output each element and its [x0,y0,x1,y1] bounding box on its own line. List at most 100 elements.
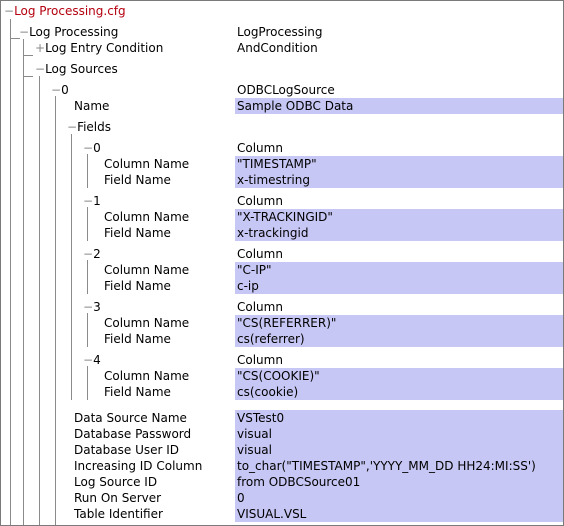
tree-node-label: Log Processing [29,25,119,39]
property-label: Column Name [104,263,190,277]
collapse-icon[interactable]: − [83,194,94,208]
tree-node-log-processing[interactable]: −Log Processing LogProcessing [1,24,561,40]
property-value-field[interactable]: x-trackingid [235,225,563,241]
property-label: Field Name [104,279,171,293]
tree-node-field-3[interactable]: −3 Column [1,299,561,315]
property-label: Log Source ID [74,475,158,489]
property-label: Column Name [104,369,190,383]
collapse-icon[interactable]: − [83,141,94,155]
tree-guide-line [87,366,88,400]
tree-node-value: Column [237,141,283,155]
property-label: Column Name [104,316,190,330]
property-row-increasing-id-column: Increasing ID Column to_char("TIMESTAMP"… [1,458,563,474]
tree-node-field-2[interactable]: −2 Column [1,246,561,262]
tree-guide-line [23,39,24,525]
tree-node-log-sources[interactable]: −Log Sources [1,61,561,77]
tree-node-value: ODBCLogSource [237,83,335,97]
property-row-column-name: Column Name "TIMESTAMP" [1,156,563,172]
tree-guide-line [39,76,40,525]
tree-node-field-4[interactable]: −4 Column [1,352,561,368]
tree-node-label: 0 [93,141,101,155]
collapse-icon[interactable]: − [83,353,94,367]
tree-node-label: 0 [61,83,69,97]
property-row-run-on-server: Run On Server 0 [1,490,563,506]
tree-guide-line [55,96,56,525]
property-value-field[interactable]: cs(referrer) [235,331,563,347]
tree-guide-line [23,55,33,56]
property-value-field[interactable]: VSTest0 [235,410,563,426]
property-label: Column Name [104,157,190,171]
property-value-field[interactable]: Sample ODBC Data [235,98,563,114]
property-label: Field Name [104,385,171,399]
collapse-icon[interactable]: − [83,247,94,261]
tree-node-field-0[interactable]: −0 Column [1,140,561,156]
property-row-table-identifier: Table Identifier VISUAL.VSL [1,506,563,522]
collapse-toggle[interactable]: − [4,4,15,18]
property-label: Database Password [74,427,192,441]
expand-toggle[interactable]: + [35,41,46,55]
tree-node-value: Column [237,353,283,367]
property-value-field[interactable]: "CS(COOKIE)" [235,368,563,384]
property-value-field[interactable]: cs(cookie) [235,384,563,400]
property-value-field[interactable]: from ODBCSource01 [235,474,563,490]
property-row-column-name: Column Name "CS(REFERRER)" [1,315,563,331]
property-row-data-source-name: Data Source Name VSTest0 [1,410,563,426]
tree-node-label: Log Entry Condition [45,41,164,55]
property-label: Field Name [104,226,171,240]
tree-guide-line [10,19,11,525]
property-value-field[interactable]: x-timestring [235,172,563,188]
property-row-column-name: Column Name "X-TRACKINGID" [1,209,563,225]
tree-node-label: 1 [93,194,101,208]
property-label: Field Name [104,173,171,187]
property-row-name: Name Sample ODBC Data [1,98,563,114]
tree-guide-line [10,38,20,39]
property-value-field[interactable]: visual [235,442,563,458]
tree-node-fields[interactable]: −Fields [1,119,561,135]
property-row-database-password: Database Password visual [1,426,563,442]
collapse-toggle[interactable]: − [51,83,62,97]
tree-guide-line [23,76,33,77]
collapse-icon[interactable]: − [83,300,94,314]
property-value-field[interactable]: c-ip [235,278,563,294]
property-row-column-name: Column Name "CS(COOKIE)" [1,368,563,384]
tree-node-label: Log Sources [45,62,118,76]
tree-node-value: LogProcessing [237,25,323,39]
collapse-toggle[interactable]: − [67,120,78,134]
property-value-field[interactable]: "TIMESTAMP" [235,156,563,172]
property-label: Database User ID [74,443,180,457]
tree-node-root[interactable]: −Log Processing.cfg [1,3,561,19]
tree-node-log-entry-condition[interactable]: +Log Entry Condition AndCondition [1,40,561,56]
tree-guide-line [87,154,88,188]
property-row-field-name: Field Name cs(cookie) [1,384,563,400]
property-row-log-source-id: Log Source ID from ODBCSource01 [1,474,563,490]
property-value-field[interactable]: to_char("TIMESTAMP",'YYYY_MM_DD HH24:MI:… [235,458,563,474]
property-label: Field Name [104,332,171,346]
property-value-field[interactable]: "CS(REFERRER)" [235,315,563,331]
property-label: Table Identifier [74,507,163,521]
tree-node-value: AndCondition [237,41,318,55]
property-label: Run On Server [74,491,162,505]
tree-node-field-1[interactable]: −1 Column [1,193,561,209]
property-label: Data Source Name [74,411,187,425]
tree-node-label: 2 [93,247,101,261]
tree-node-label: Log Processing.cfg [14,4,126,18]
tree-node-label: 4 [93,353,101,367]
tree-node-label: 3 [93,300,101,314]
property-value-field[interactable]: "X-TRACKINGID" [235,209,563,225]
property-label: Column Name [104,210,190,224]
property-value-field[interactable]: visual [235,426,563,442]
tree-node-label: Fields [77,120,112,134]
tree-node-value: Column [237,247,283,261]
collapse-toggle[interactable]: − [19,25,30,39]
property-value-field[interactable]: "C-IP" [235,262,563,278]
tree-guide-line [87,207,88,241]
property-row-field-name: Field Name x-trackingid [1,225,563,241]
property-row-database-user-id: Database User ID visual [1,442,563,458]
property-value-field[interactable]: 0 [235,490,563,506]
property-value-field[interactable]: VISUAL.VSL [235,506,563,522]
collapse-toggle[interactable]: − [35,62,46,76]
property-row-field-name: Field Name x-timestring [1,172,563,188]
tree-node-source-0[interactable]: −0 ODBCLogSource [1,82,561,98]
property-row-field-name: Field Name cs(referrer) [1,331,563,347]
